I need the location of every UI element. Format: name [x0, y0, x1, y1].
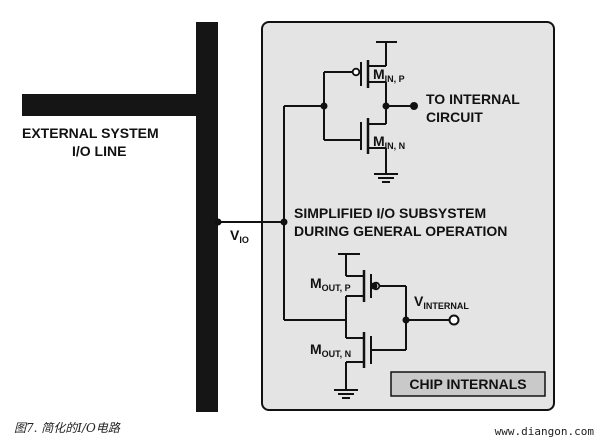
input-drain-junction-dot: [382, 102, 390, 110]
output-nmos-label-sub: OUT, N: [322, 349, 352, 359]
output-pmos-label: MOUT, P: [310, 275, 351, 293]
chip-description-line1: SIMPLIFIED I/O SUBSYSTEM: [294, 205, 486, 221]
vio-junction-dot: [214, 218, 222, 226]
output-nmos-label: MOUT, N: [310, 341, 351, 359]
external-io-bus-horizontal: [22, 94, 218, 116]
figure-caption: 图7. 简化的I/O电路: [14, 421, 121, 435]
external-io-bus-vertical: [196, 22, 218, 412]
input-nmos-label: MIN, N: [373, 133, 405, 151]
chip-description-line2: DURING GENERAL OPERATION: [294, 223, 507, 239]
watermark-site: www.diangon.com: [495, 425, 595, 438]
input-nmos-transistor: [324, 106, 398, 183]
vinternal-label-sub: INTERNAL: [423, 301, 469, 311]
input-gate-junction-dot: [320, 102, 328, 110]
to-internal-label-line1: TO INTERNAL: [426, 91, 520, 107]
to-internal-output-dot: [410, 102, 418, 110]
input-pmos-label-sub: IN, P: [385, 74, 405, 84]
vio-label: VIO: [230, 227, 249, 245]
chip-boundary: [261, 21, 555, 411]
output-pmos-gate-junction-dot: [370, 282, 378, 290]
chip-internals-label: CHIP INTERNALS: [409, 376, 526, 392]
input-pmos-label-main: M: [373, 66, 385, 82]
input-nmos-label-sub: IN, N: [385, 141, 406, 151]
vinternal-label-main: V: [414, 293, 424, 309]
vinternal-terminal: [448, 314, 460, 326]
output-pmos-label-main: M: [310, 275, 322, 291]
to-internal-label-line2: CIRCUIT: [426, 109, 483, 125]
io-line-label: I/O LINE: [72, 143, 126, 159]
vinternal-label: VINTERNAL: [414, 293, 469, 311]
vio-label-main: V: [230, 227, 240, 243]
input-pmos-transistor: [324, 41, 397, 106]
external-system-label: EXTERNAL SYSTEM: [22, 125, 159, 141]
output-pmos-label-sub: OUT, P: [322, 283, 351, 293]
vio-label-sub: IO: [239, 235, 249, 245]
output-nmos-transistor: [334, 320, 406, 399]
input-nmos-label-main: M: [373, 133, 385, 149]
chip-internals-badge: [390, 371, 546, 397]
input-pmos-label: MIN, P: [373, 66, 405, 84]
output-nmos-label-main: M: [310, 341, 322, 357]
